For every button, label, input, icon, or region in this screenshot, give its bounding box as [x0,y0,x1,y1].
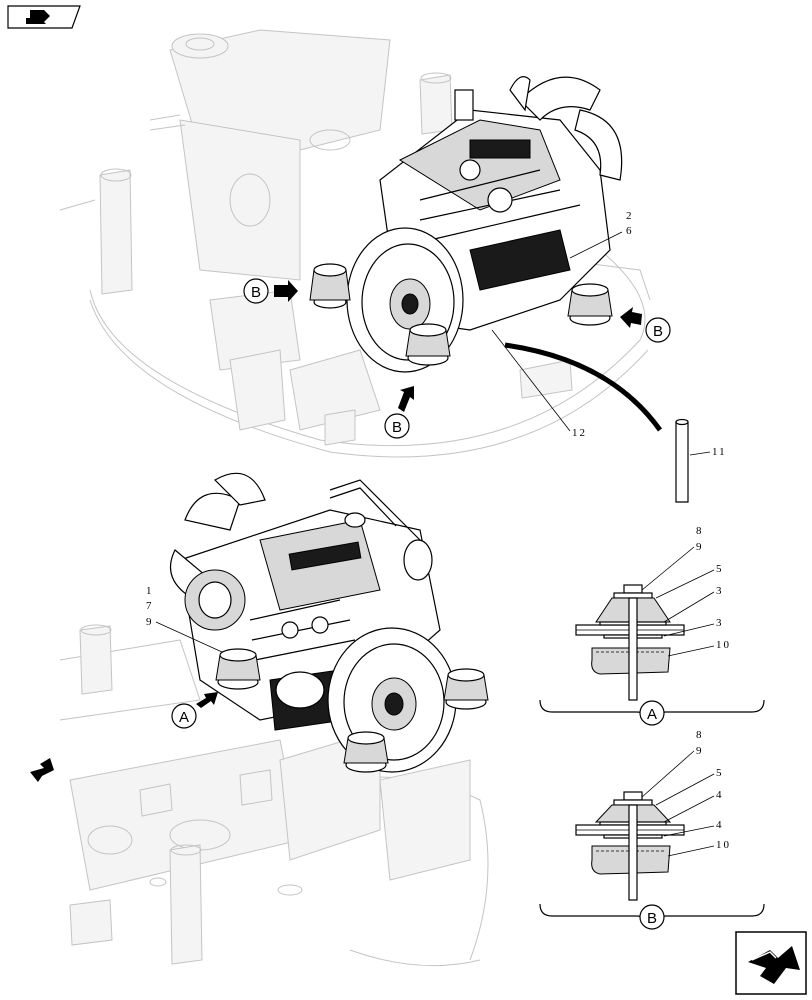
upper-engine-assembly [309,76,663,432]
svg-text:A: A [647,706,657,723]
svg-text:8: 8 [696,729,704,741]
view-marker-b-right: B [620,307,671,343]
upper-mount-front [405,323,451,366]
detail-view-a: 8 9 5 3 3 10 A [539,525,765,726]
svg-text:9: 9 [696,541,704,553]
upper-frame-ghost [59,29,651,458]
callout-12: 12 [491,329,587,439]
lower-engine-assembly [169,472,489,773]
lower-frame-ghost [59,624,489,967]
svg-text:4: 4 [716,789,724,801]
svg-text:9: 9 [696,745,704,757]
view-marker-b-left: B [243,278,298,304]
svg-text:B: B [251,284,261,301]
svg-text:9: 9 [146,616,154,628]
lower-mount-right [443,668,489,710]
lower-mount-front [343,731,389,773]
upper-mount-right [567,283,613,326]
svg-text:1: 1 [146,585,154,597]
svg-text:11: 11 [712,446,727,458]
svg-text:10: 10 [716,839,731,851]
svg-text:A: A [179,709,189,726]
svg-text:6: 6 [626,225,634,237]
svg-text:12: 12 [572,427,587,439]
lower-mount-left [215,648,261,690]
svg-text:10: 10 [716,639,731,651]
svg-text:8: 8 [696,525,704,537]
svg-text:5: 5 [716,563,724,575]
svg-text:B: B [653,323,663,340]
nav-forward-icon[interactable] [735,931,807,995]
callout-2-6: 2 6 [569,210,634,259]
direction-arrow-icon [30,758,54,782]
nav-back-icon[interactable] [7,5,81,29]
svg-text:2: 2 [626,210,634,222]
view-marker-b-bottom: B [384,386,414,439]
svg-text:5: 5 [716,767,724,779]
svg-text:3: 3 [716,617,724,629]
svg-text:4: 4 [716,819,724,831]
svg-text:3: 3 [716,585,724,597]
svg-text:7: 7 [146,600,154,612]
svg-text:B: B [647,910,657,927]
view-marker-a-left: A [171,692,218,729]
svg-text:B: B [392,419,402,436]
callout-1-7-9: 1 7 9 [146,585,223,653]
upper-mount-left [309,263,351,309]
hose-part-11: 11 [675,418,727,503]
detail-view-b: 8 9 5 4 4 10 B [539,729,765,930]
